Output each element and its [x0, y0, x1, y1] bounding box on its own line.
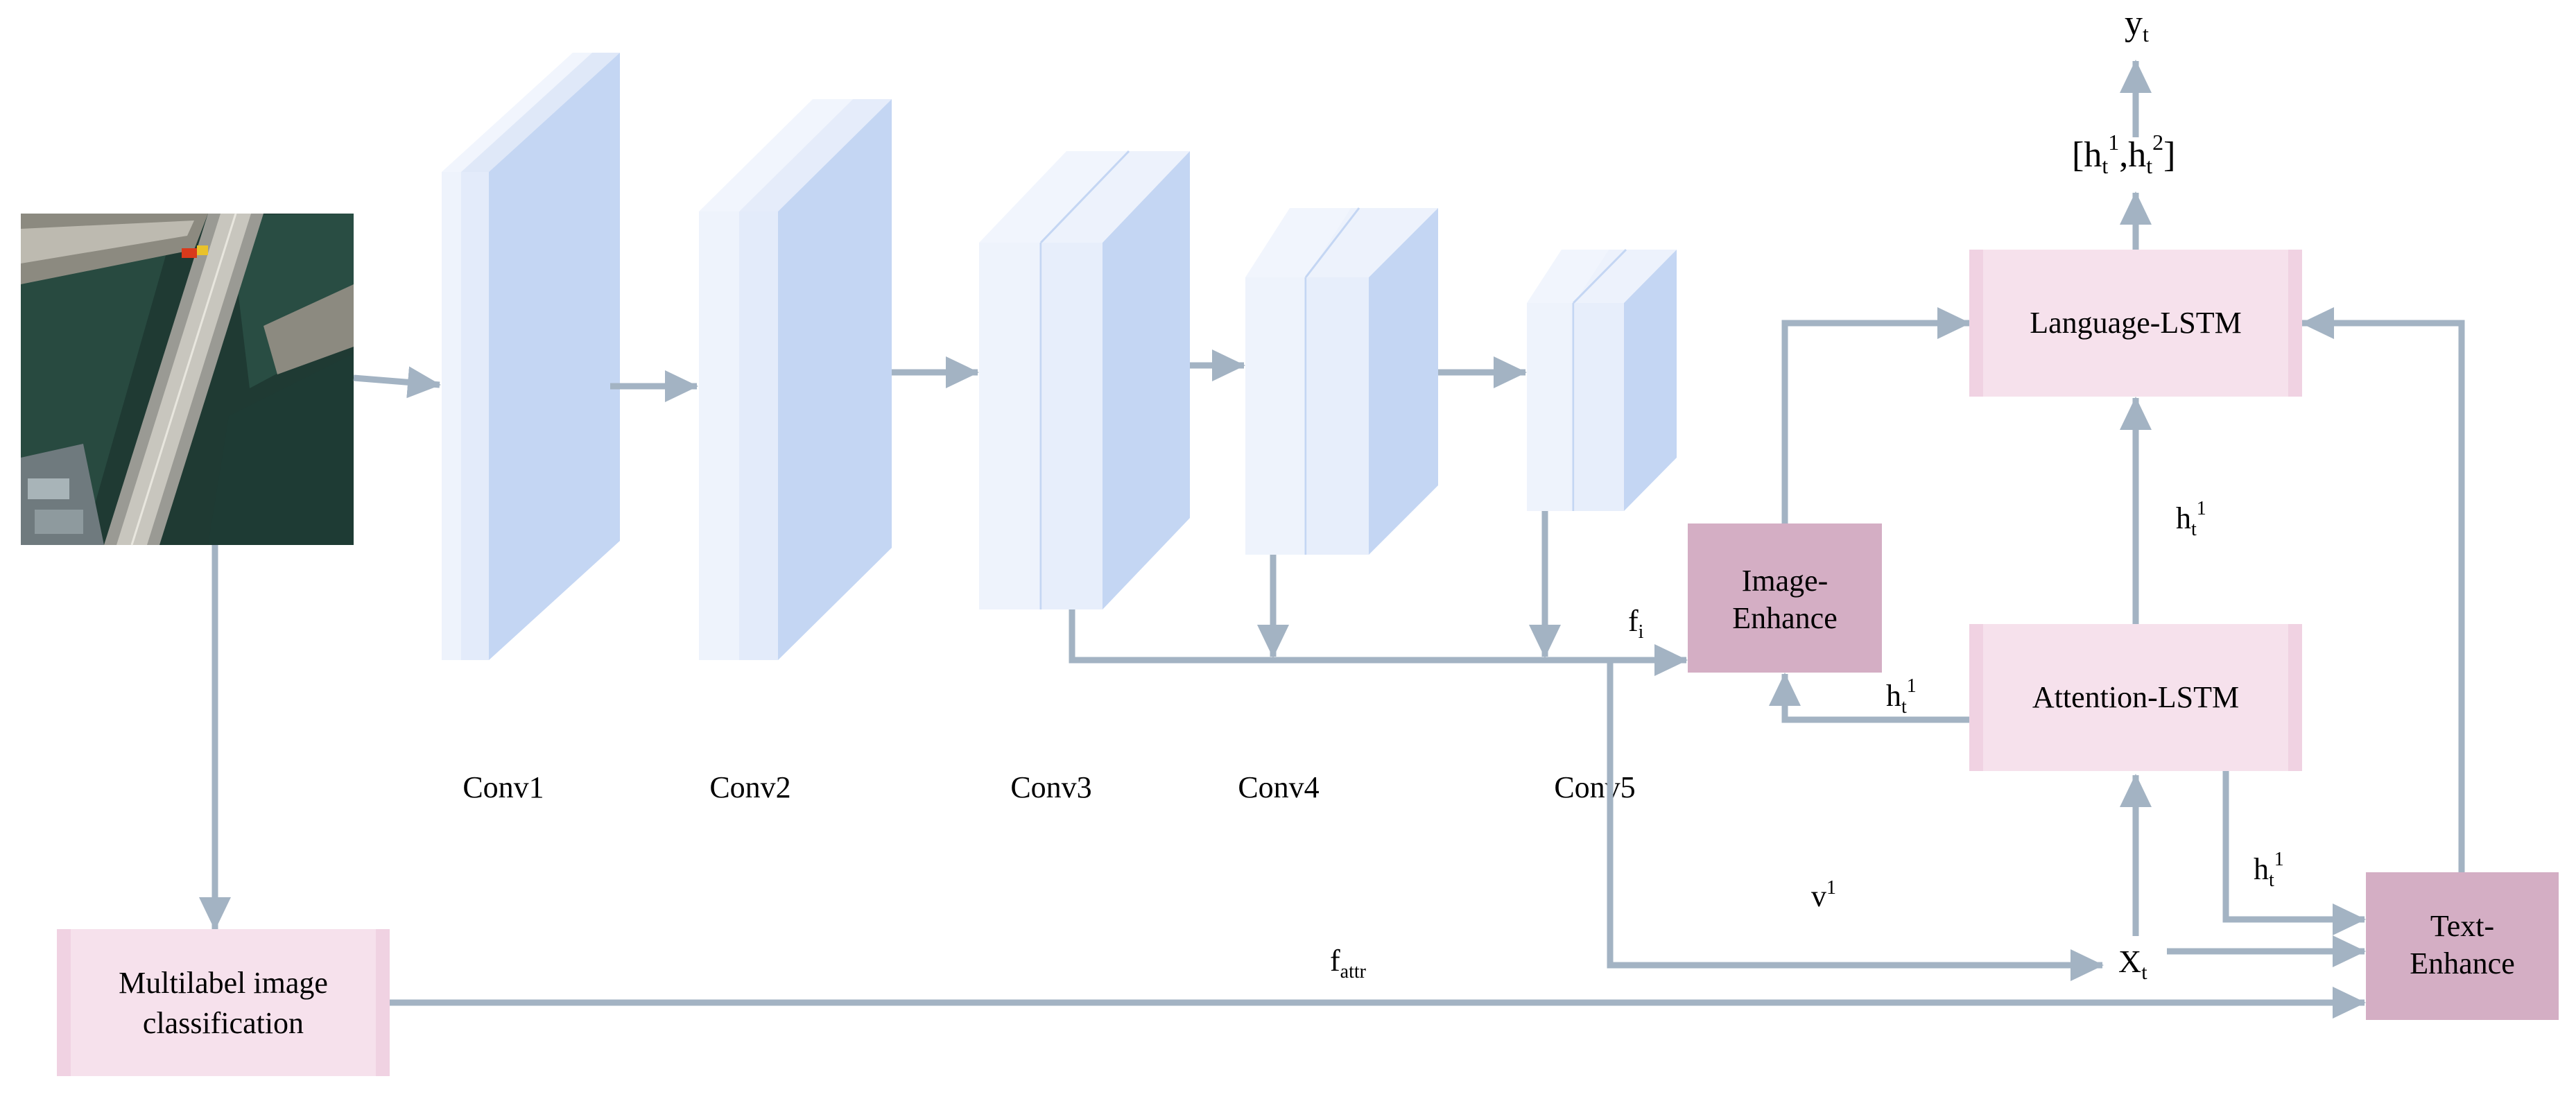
text-enhance-line1: Text- — [2430, 909, 2494, 943]
feature-fattr-label: fattr — [1330, 944, 1367, 983]
xt-label: Xt — [2118, 944, 2147, 984]
language-lstm-box: Language-LSTM — [1969, 250, 2302, 397]
image-enhance-line2: Enhance — [1732, 601, 1837, 635]
multilabel-line2: classification — [143, 1006, 304, 1040]
ht1-label-vertical: ht1 — [2176, 498, 2206, 540]
ht1-label-image-enhance: ht1 — [1886, 675, 1917, 718]
conv1-label: Conv1 — [463, 770, 544, 804]
conv5-block — [1527, 248, 1677, 511]
text-enhance-box: Text- Enhance — [2366, 872, 2559, 1020]
multilabel-classification-box: Multilabel image classification — [57, 929, 390, 1076]
image-enhance-line1: Image- — [1742, 564, 1829, 598]
conv3-label: Conv3 — [1010, 770, 1091, 804]
connection-arrows — [199, 60, 2465, 1019]
input-satellite-image — [21, 213, 354, 546]
conv4-block — [1245, 207, 1438, 555]
yt-label: yt — [2125, 3, 2149, 46]
v1-label: v1 — [1811, 877, 1836, 913]
attention-lstm-box: Attention-LSTM — [1969, 624, 2302, 771]
text-enhance-line2: Enhance — [2410, 946, 2514, 980]
feature-fi-label: fi — [1628, 604, 1644, 643]
conv1-block — [442, 53, 620, 660]
image-enhance-box: Image- Enhance — [1688, 523, 1882, 673]
attention-lstm-label: Attention-LSTM — [2032, 680, 2239, 714]
multilabel-line1: Multilabel image — [119, 966, 328, 1000]
conv5-label: Conv5 — [1554, 770, 1635, 804]
output-concat-label: [ht1,ht2] — [2072, 130, 2175, 178]
conv4-label: Conv4 — [1238, 770, 1319, 804]
conv2-block — [699, 99, 892, 660]
conv2-label: Conv2 — [709, 770, 790, 804]
ht1-label-text-enhance: ht1 — [2254, 849, 2284, 891]
conv3-block — [979, 150, 1190, 609]
language-lstm-label: Language-LSTM — [2030, 306, 2241, 340]
